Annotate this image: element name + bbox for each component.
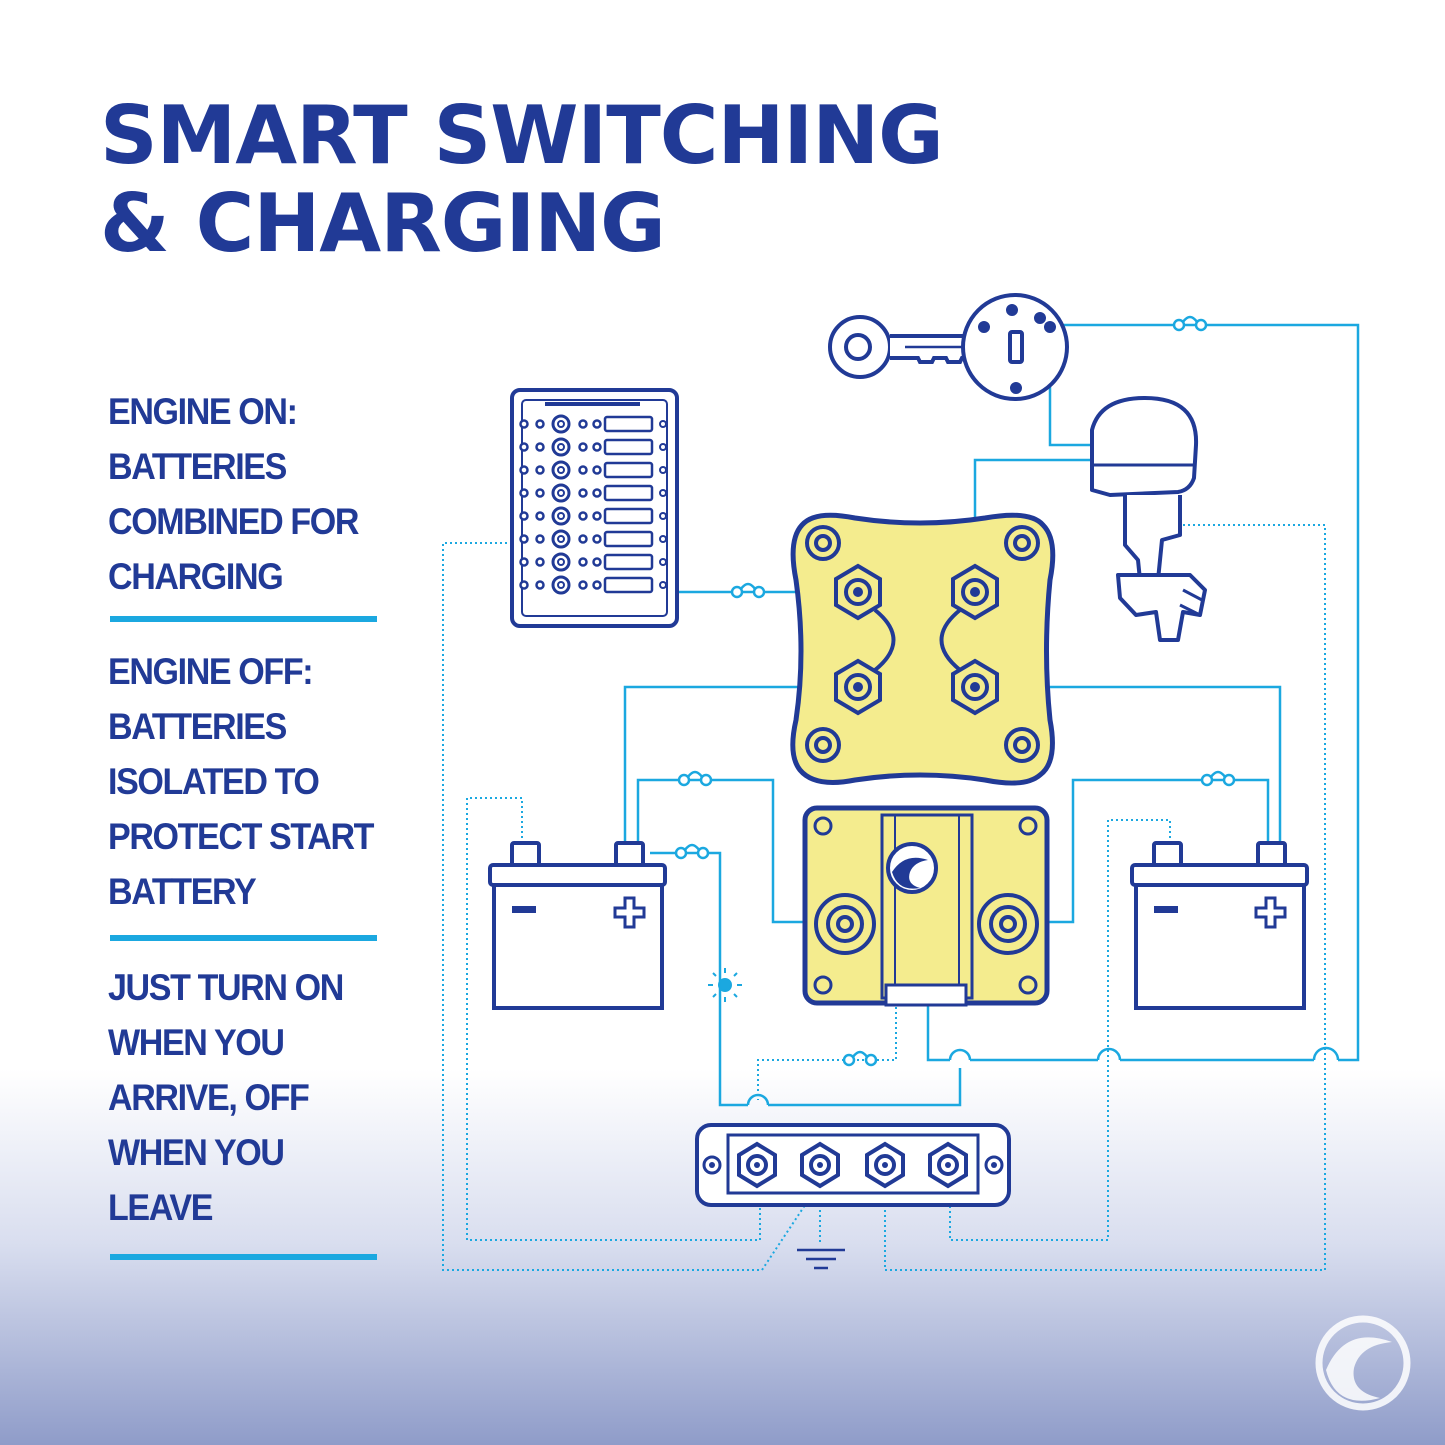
engine-on-text: ENGINE ON: BATTERIES COMBINED FOR CHARGI… (108, 384, 361, 604)
turn-on-line: ARRIVE, OFF (108, 1077, 310, 1118)
engine-on-line: BATTERIES (108, 446, 287, 487)
page-title: SMART SWITCHING & CHARGING (100, 89, 944, 270)
title-line-2: & CHARGING (100, 177, 666, 270)
brand-logo-icon (886, 842, 938, 894)
battery-icon (1130, 841, 1309, 1010)
wires-dotted (442, 524, 1326, 1271)
engine-off-line: ISOLATED TO (108, 761, 320, 802)
divider (110, 616, 377, 622)
engine-on-line: ENGINE ON: (108, 391, 298, 432)
turn-on-text: JUST TURN ON WHEN YOU ARRIVE, OFF WHEN Y… (108, 960, 361, 1235)
turn-on-line: WHEN YOU (108, 1132, 285, 1173)
fuse-icon (677, 770, 713, 787)
battery-combiner-icon (802, 805, 1050, 1007)
engine-on-line: CHARGING (108, 556, 284, 597)
fuse-icon (1200, 770, 1236, 787)
outboard-motor-icon (1090, 396, 1207, 642)
divider (110, 1254, 377, 1260)
fuse-icon (730, 582, 766, 599)
light-icon (708, 968, 742, 1002)
divider (110, 935, 377, 941)
engine-off-line: BATTERY (108, 871, 257, 912)
wire-crossings (746, 1046, 1340, 1106)
turn-on-line: JUST TURN ON (108, 967, 344, 1008)
engine-on-line: COMBINED FOR (108, 501, 359, 542)
ignition-switch-icon (961, 293, 1069, 401)
engine-off-text: ENGINE OFF: BATTERIES ISOLATED TO PROTEC… (108, 644, 374, 919)
circuit-breaker-panel-icon (510, 388, 679, 628)
brand-logo-icon (1315, 1315, 1411, 1411)
fuse-icon (674, 843, 710, 860)
title-line-1: SMART SWITCHING (100, 89, 944, 182)
fuse-icon (842, 1050, 878, 1067)
fuse-icon (1172, 315, 1208, 332)
battery-switch-icon (790, 512, 1056, 786)
engine-off-line: PROTECT START (108, 816, 374, 857)
ground-icon (797, 1248, 845, 1270)
bus-bar-icon (695, 1123, 1011, 1207)
engine-off-line: BATTERIES (108, 706, 287, 747)
turn-on-line: LEAVE (108, 1187, 213, 1228)
turn-on-line: WHEN YOU (108, 1022, 285, 1063)
engine-off-line: ENGINE OFF: (108, 651, 314, 692)
battery-icon (488, 841, 667, 1010)
